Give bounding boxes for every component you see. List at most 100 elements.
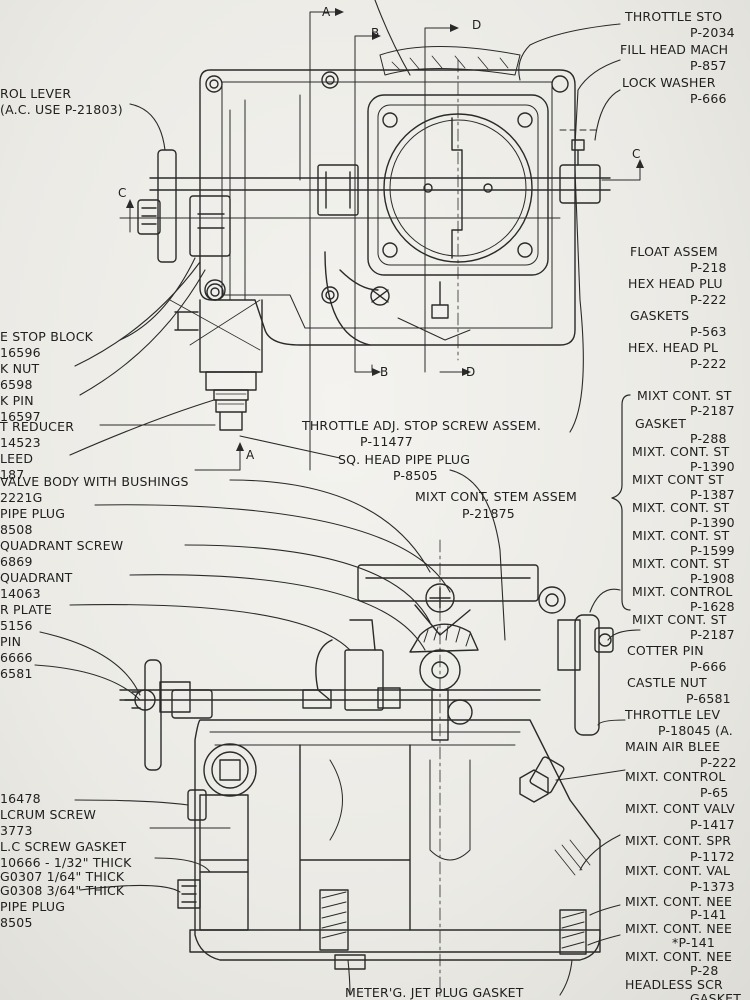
callout-label: QUADRANT SCREW [0,538,124,553]
section-mark-d-bottom: D [466,365,476,379]
callout-label: MIXT. CONT. NEE [625,921,733,936]
callout-label: MIXT. CONT VALV [625,801,735,816]
side-view-body [119,564,614,970]
leader-lines [34,0,641,996]
callout-label: 8505 [0,915,33,930]
section-mark-b-bottom: B [380,365,389,379]
callout-label: 14523 [0,435,41,450]
callout-label: E STOP BLOCK [0,329,94,344]
callout-label: K PIN [0,393,34,408]
callout-label: G0308 3/64" THICK [0,883,125,898]
callout-label: SQ. HEAD PIPE PLUG [338,452,471,467]
callout-label: VALVE BODY WITH BUSHINGS [0,474,189,489]
callout-label: COTTER PIN [627,643,704,658]
callout-label: MIXT. CONT. NEE [625,949,733,964]
callout-label: P-8505 [393,468,438,483]
callout-label: 6666 [0,650,33,665]
section-mark-d-top: D [472,18,482,32]
callout-label: MIXT CONT. ST [637,388,732,403]
callout-label: 6598 [0,377,33,392]
section-lines-top [119,11,641,471]
callout-label: 16478 [0,791,41,806]
callout-label: ROL LEVER [0,86,72,101]
callout-label: L.C SCREW GASKET [0,839,127,854]
callout-label: R PLATE [0,602,52,617]
callout-label: P-2187 [690,403,735,418]
callout-label: PIN [0,634,22,649]
callout-label: LEED [0,451,34,466]
callout-label: P-2034 [690,25,735,40]
callout-label: 6581 [0,666,33,681]
callout-label: P-1417 [690,817,735,832]
callout-label: MIXT. CONTROL [625,769,726,784]
callout-label: MIXT. CONT. ST [632,500,730,515]
callout-label: FILL HEAD MACH [620,42,729,57]
callout-label: 2221G [0,490,43,505]
callout-label: MIXT. CONT. VAL [625,863,731,878]
callout-label: P-65 [700,785,729,800]
section-mark-a-bottom: A [246,448,255,462]
callout-label: 16597 [0,409,41,424]
callout-label: 8508 [0,522,33,537]
callout-label: P-1373 [690,879,735,894]
callout-label: P-288 [690,431,727,446]
callout-label: LOCK WASHER [622,75,716,90]
callout-label: (A.C. USE P-21803) [0,102,123,117]
callout-label: 10666 - 1/32" THICK [0,855,132,870]
callout-label: MIXT CONT. STEM ASSEM [415,489,577,504]
callout-label: 6869 [0,554,33,569]
callout-label: LCRUM SCREW [0,807,97,822]
callout-label: MIXT. CONT. ST [632,444,730,459]
callout-label: P-1387 [690,487,735,502]
callout-label: THROTTLE STO [625,9,723,24]
section-mark-b-top: B [371,26,380,40]
callout-label: HEX. HEAD PL [628,340,719,355]
callout-label: METER'G. JET PLUG GASKET [345,985,524,1000]
callout-label: P-222 [690,292,727,307]
callout-label: MIXT. CONT. ST [632,528,730,543]
callout-label: P-857 [690,58,727,73]
callout-label: P-222 [690,356,727,371]
callout-label: 5156 [0,618,33,633]
callout-label: P-666 [690,91,727,106]
callout-label: HEADLESS SCR [625,977,723,992]
callout-label: QUADRANT [0,570,73,585]
callout-label: P-1908 [690,571,735,586]
callout-label: K NUT [0,361,40,376]
callout-label: P-666 [690,659,727,674]
section-mark-c-right: C [632,147,641,161]
callout-label: MIXT. CONTROL [632,584,733,599]
callout-label: P-28 [690,963,719,978]
callout-label: MAIN AIR BLEE [625,739,721,754]
callout-label: P-1390 [690,459,735,474]
callout-label: GASKETS [630,308,690,323]
callout-label: MIXT. CONT. NEE [625,894,733,909]
callout-label: P-222 [700,755,737,770]
callout-label: P-18045 (A. [658,723,733,738]
callout-label: P-1172 [690,849,735,864]
callout-label: 14063 [0,586,41,601]
callout-label: MIXT CONT ST [632,472,724,487]
callout-label: THROTTLE ADJ. STOP SCREW ASSEM. [302,418,542,433]
section-arrows [126,8,644,451]
callout-label: P-1628 [690,599,735,614]
callout-label: FLOAT ASSEM [630,244,718,259]
callout-label: P-2187 [690,627,735,642]
callout-label: 3773 [0,823,33,838]
callout-label: MIXT. CONT. ST [632,556,730,571]
callout-label: P-141 [690,907,727,922]
callout-label: T REDUCER [0,419,75,434]
callout-label: P-21875 [462,506,515,521]
callout-label: 16596 [0,345,41,360]
section-mark-a-top: A [322,5,331,19]
callout-label: P-218 [690,260,727,275]
callout-label: MIXT CONT. ST [632,612,727,627]
callout-label: GASKET [635,416,687,431]
callout-label: GASKET [690,991,742,1000]
callout-label: P-6581 [686,691,731,706]
callout-label: P-1390 [690,515,735,530]
callout-label: *P-141 [672,935,716,950]
callout-label: MIXT. CONT. SPR [625,833,732,848]
